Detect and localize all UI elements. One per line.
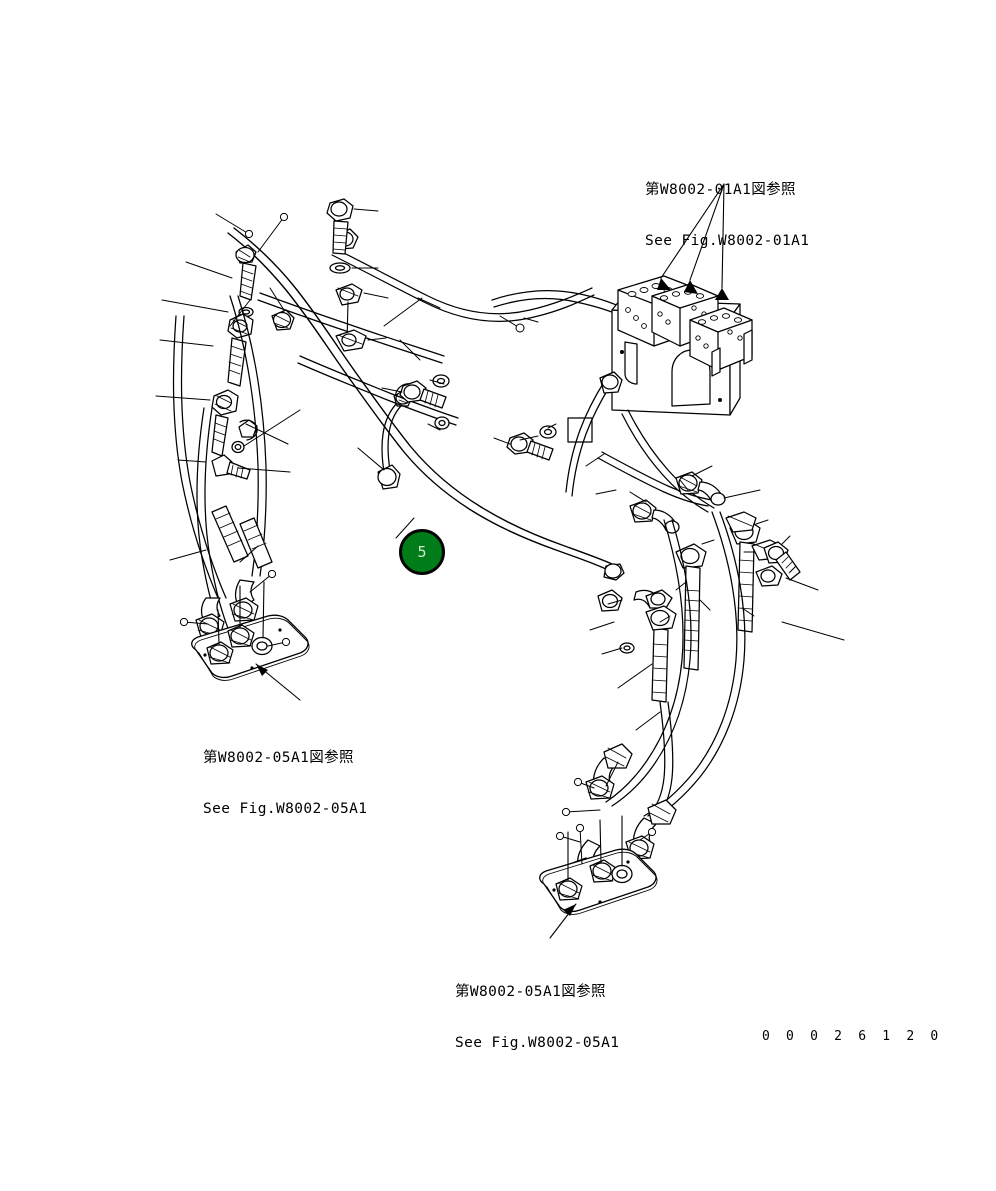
note-bottom-line-jp: 第W8002-05A1図参照 [455, 984, 606, 1000]
note-left-line-jp: 第W8002-05A1図参照 [203, 750, 354, 766]
callout-bubble-ring [399, 529, 445, 575]
right-small-parts [597, 589, 677, 703]
left-mounting-plate [191, 581, 310, 701]
leader-lines [155, 208, 845, 865]
left-hose-runs [172, 295, 273, 639]
hardware-group-center [399, 374, 593, 461]
valve-manifold-assembly [611, 275, 753, 416]
bottom-mounting-plate [539, 815, 658, 939]
note-see-fig-w8002-01a1: 第W8002-01A1図参照 See Fig.W8002-01A1 [645, 148, 809, 284]
note-arrows-w8002-01a1 [657, 183, 729, 300]
upper-left-pipe-runs [257, 292, 459, 426]
note-see-fig-w8002-05a1-bottom: 第W8002-05A1図参照 See Fig.W8002-05A1 [455, 950, 619, 1086]
main-hydraulic-tube [227, 227, 625, 581]
hardware-group-top [326, 198, 367, 352]
top-arch-pipe [331, 228, 633, 322]
note-bottom-line-en: See Fig.W8002-05A1 [455, 1035, 620, 1051]
note-top-line-jp: 第W8002-01A1図参照 [645, 182, 796, 198]
callout-bubble-5[interactable]: 5 [399, 529, 445, 575]
drawing-part-number: 0 0 0 2 6 1 2 0 [762, 1029, 943, 1044]
note-see-fig-w8002-05a1-left: 第W8002-05A1図参照 See Fig.W8002-05A1 [203, 716, 367, 852]
note-left-line-en: See Fig.W8002-05A1 [203, 801, 368, 817]
right-hardware-group [675, 511, 801, 671]
upper-left-fitting-stack [211, 244, 258, 480]
note-top-line-en: See Fig.W8002-01A1 [645, 233, 810, 249]
callout-bubble-label: 5 [417, 542, 427, 561]
